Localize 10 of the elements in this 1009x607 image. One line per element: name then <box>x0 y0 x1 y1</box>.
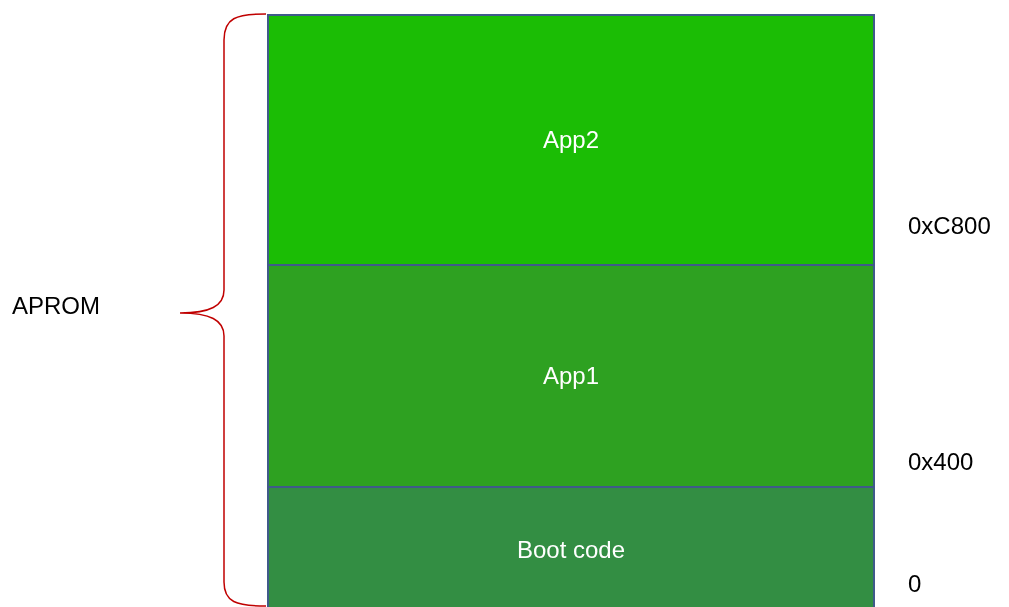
region-label: Boot code <box>516 536 626 564</box>
region-label: App1 <box>542 362 600 390</box>
memory-region <box>267 14 875 266</box>
address-label: 0 <box>908 570 922 598</box>
address-label: 0x400 <box>908 448 974 476</box>
memory-name: APROM <box>12 292 100 320</box>
region-label: App2 <box>542 126 600 154</box>
memory-region <box>267 264 875 488</box>
address-label: 0xC800 <box>908 212 991 240</box>
memory-region <box>267 486 875 607</box>
